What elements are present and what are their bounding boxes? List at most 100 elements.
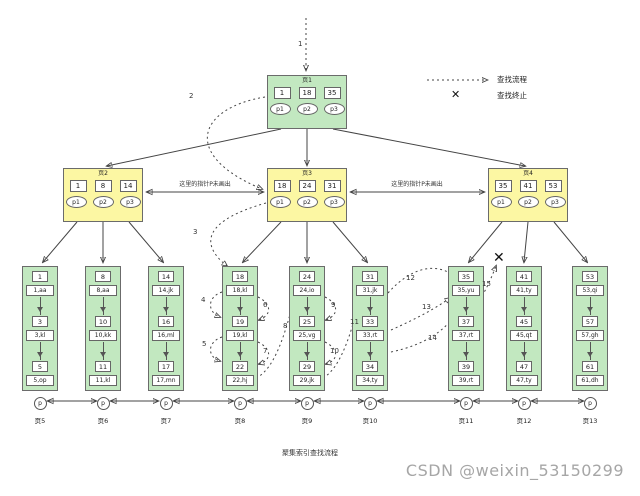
record-key: 8 [95, 271, 111, 282]
leaf-label: 页13 [582, 417, 598, 425]
down-arrow-icon [237, 342, 243, 360]
record-value: 3,kl [26, 330, 54, 341]
pointer-oval: p1 [65, 196, 87, 208]
step-number: 8 [283, 322, 288, 330]
down-arrow-icon [463, 342, 469, 360]
node-label: 页2 [98, 170, 108, 177]
record-value: 35,yu [452, 285, 480, 296]
leaf-page6: 8 8,aa 10 10,kk 11 11,kl p 页6 [85, 266, 121, 425]
record-value: 10,kk [89, 330, 117, 341]
record-value: 53,qi [576, 285, 604, 296]
down-arrow-icon [367, 297, 373, 315]
pointer-row: p1 p2 p3 [269, 196, 345, 208]
key-cell: 8 [94, 180, 112, 192]
leaf-page9: 24 24,io 25 25,vg 29 29,jk p 页9 [289, 266, 325, 425]
leaf-box: 14 14,jk 16 16,ml 17 17,mn [148, 266, 184, 391]
step-number: 12 [406, 274, 415, 282]
node-label: 页4 [523, 170, 533, 177]
record-key: 14 [158, 271, 174, 282]
record-key: 39 [458, 361, 474, 372]
down-arrow-icon [587, 297, 593, 315]
leaf-page12: 41 41,ty 45 45,qt 47 47,ty p 页12 [506, 266, 542, 425]
record-key: 45 [516, 316, 532, 327]
down-arrow-icon [521, 297, 527, 315]
record-value: 45,qt [510, 330, 538, 341]
down-arrow-icon [163, 342, 169, 360]
key-row: 1 8 14 [69, 180, 137, 192]
record-key: 18 [232, 271, 248, 282]
down-arrow-icon [463, 297, 469, 315]
next-page-pointer: p [96, 397, 110, 410]
record-key: 10 [95, 316, 111, 327]
record-key: 47 [516, 361, 532, 372]
next-page-pointer: p [517, 397, 531, 410]
node-page1: 页1 1 18 35 p1 p2 p3 [267, 75, 347, 129]
down-arrow-icon [304, 342, 310, 360]
leaf-label: 页6 [97, 417, 109, 425]
record-value: 1,aa [26, 285, 54, 296]
record-key: 5 [32, 361, 48, 372]
node-page4: 页4 35 41 53 p1 p2 p3 [488, 168, 568, 222]
record-key: 57 [582, 316, 598, 327]
record-value: 39,rt [452, 375, 480, 386]
record-key: 25 [299, 316, 315, 327]
down-arrow-icon [367, 342, 373, 360]
record-value: 16,ml [152, 330, 180, 341]
leaf-label: 页9 [301, 417, 313, 425]
step-number: 4 [201, 296, 206, 304]
record-value: 25,vg [293, 330, 321, 341]
node-page3: 页3 18 24 31 p1 p2 p3 [267, 168, 347, 222]
step-number: 6 [263, 301, 268, 309]
key-cell: 18 [273, 180, 291, 192]
key-cell: 18 [298, 87, 316, 99]
leaf-label: 页7 [160, 417, 172, 425]
leaf-box: 1 1,aa 3 3,kl 5 5,op [22, 266, 58, 391]
down-arrow-icon [587, 342, 593, 360]
down-arrow-icon [521, 342, 527, 360]
next-page-pointer: p [300, 397, 314, 410]
key-row: 35 41 53 [494, 180, 562, 192]
record-value: 19,kl [226, 330, 254, 341]
pointer-oval: p1 [269, 196, 291, 208]
record-key: 11 [95, 361, 111, 372]
record-value: 33,rt [356, 330, 384, 341]
key-cell: 31 [323, 180, 341, 192]
watermark-text: CSDN @weixin_53150299 [405, 461, 624, 480]
record-value: 22,hj [226, 375, 254, 386]
leaf-box: 24 24,io 25 25,vg 29 29,jk [289, 266, 325, 391]
record-value: 41,ty [510, 285, 538, 296]
leaf-box: 31 31,jk 33 33,rt 34 34,ty [352, 266, 388, 391]
step-number: 9 [331, 301, 336, 309]
leaf-box: 41 41,ty 45 45,qt 47 47,ty [506, 266, 542, 391]
diagram-caption: 聚集索引查找流程 [282, 449, 338, 457]
pointer-row: p1 p2 p3 [65, 196, 141, 208]
record-value: 37,rt [452, 330, 480, 341]
leaf-box: 53 53,qi 57 57,gh 61 61,dh [572, 266, 608, 391]
record-value: 31,jk [356, 285, 384, 296]
down-arrow-icon [304, 297, 310, 315]
key-row: 1 18 35 [273, 87, 341, 99]
record-key: 53 [582, 271, 598, 282]
record-key: 1 [32, 271, 48, 282]
leaf-page11: 35 35,yu 37 37,rt 39 39,rt p 页11 [448, 266, 484, 425]
leaf-box: 8 8,aa 10 10,kk 11 11,kl [85, 266, 121, 391]
record-value: 24,io [293, 285, 321, 296]
pointer-oval: p2 [92, 196, 114, 208]
step-number: 11 [350, 318, 359, 326]
next-page-pointer: p [159, 397, 173, 410]
record-value: 29,jk [293, 375, 321, 386]
pointer-row: p1 p2 p3 [269, 103, 345, 115]
key-row: 18 24 31 [273, 180, 341, 192]
record-key: 35 [458, 271, 474, 282]
leaf-box: 35 35,yu 37 37,rt 39 39,rt [448, 266, 484, 391]
pointer-oval: p1 [269, 103, 291, 115]
record-key: 37 [458, 316, 474, 327]
step-number: 15 [482, 280, 491, 288]
key-cell: 14 [119, 180, 137, 192]
record-key: 34 [362, 361, 378, 372]
pointer-oval: p2 [517, 196, 539, 208]
legend-flow-label: 查找流程 [497, 75, 527, 84]
record-value: 61,dh [576, 375, 604, 386]
record-key: 16 [158, 316, 174, 327]
